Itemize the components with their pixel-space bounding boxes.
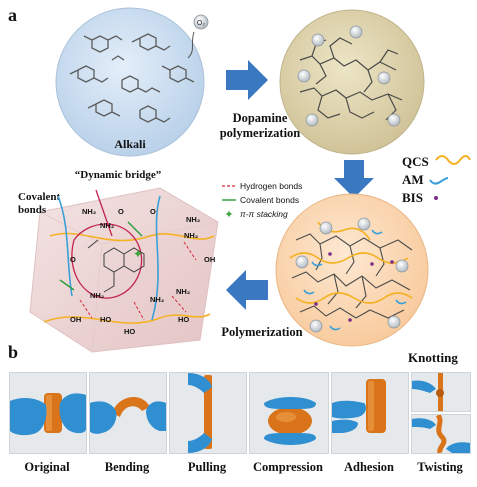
photo-bending [89,372,167,454]
monomer-circle [55,7,205,157]
panel-a-letter: a [8,5,17,25]
svg-text:HO: HO [124,327,135,336]
svg-text:OH: OH [204,255,215,264]
caption-compression: Compression [253,460,323,474]
svg-text:NH₂: NH₂ [150,295,164,304]
svg-text:OH: OH [70,315,81,324]
svg-text:✦: ✦ [224,209,233,221]
knotting-label: Knotting [408,350,458,365]
legend-qcs: QCS [402,154,429,169]
o2-bubbles-2 [297,25,401,127]
photo-compression [249,372,329,454]
step1-line2: polymerization [220,126,301,140]
dopamine-molecules [69,33,195,123]
arrow-down [334,160,374,198]
svg-text:✦: ✦ [133,247,143,261]
svg-text:NH₂: NH₂ [82,207,96,216]
photo-twisting [411,414,471,454]
caption-adhesion: Adhesion [343,460,395,474]
covalent-line2: bonds [18,204,47,216]
legend-pipi: π-π stacking [240,209,288,219]
step1-line1: Dopamine [233,111,288,125]
o2-label: O₂ [197,20,205,27]
svg-text:O: O [150,207,156,216]
svg-text:NH₂: NH₂ [184,231,198,240]
svg-text:HO: HO [100,315,111,324]
step2-label: Polymerization [221,325,302,339]
svg-text:NH₂: NH₂ [176,287,190,296]
covalent-line1: Covalent [18,191,61,203]
svg-text:HO: HO [178,315,189,324]
bridge-backbone [87,239,145,293]
caption-twisting: Twisting [417,460,463,474]
arrow-left [226,270,268,310]
svg-text:NH₂: NH₂ [90,291,104,300]
caption-pulling: Pulling [187,460,227,474]
dynamic-bridge-label: “Dynamic bridge” [75,169,161,181]
caption-original: Original [24,460,70,474]
o2-bubble [193,14,209,30]
svg-text:NH₂: NH₂ [100,221,114,230]
hydrogel-circle [275,193,429,347]
legend-hydrogen: Hydrogen bonds [240,181,302,191]
alkali-label: Alkali [114,137,146,151]
chem-labels: NH₂ NH₂ NH₂ NH₂ NH₂ NH₂ NH₂ OH OH HO HO … [70,207,215,336]
caption-bending: Bending [104,460,150,474]
legend-am: AM [402,172,424,187]
panel-a-diagram: O₂ Alkali Dopamine polymerization [18,7,471,353]
dynamic-bridge-cube [29,187,219,353]
svg-text:NH₂: NH₂ [186,215,200,224]
legend-bis: BIS [402,190,423,205]
photo-original [9,372,87,454]
bridge-chains [43,189,215,324]
photo-adhesion [331,372,409,454]
panel-b-letter: b [8,342,19,362]
svg-text:O: O [70,255,76,264]
legend-covalent: Covalent bonds [240,195,299,205]
o2-bubbles-3 [295,217,409,333]
photo-pulling [169,372,247,454]
svg-text:O: O [118,207,124,216]
arrow-right [226,60,268,100]
photo-knotting [411,372,471,412]
